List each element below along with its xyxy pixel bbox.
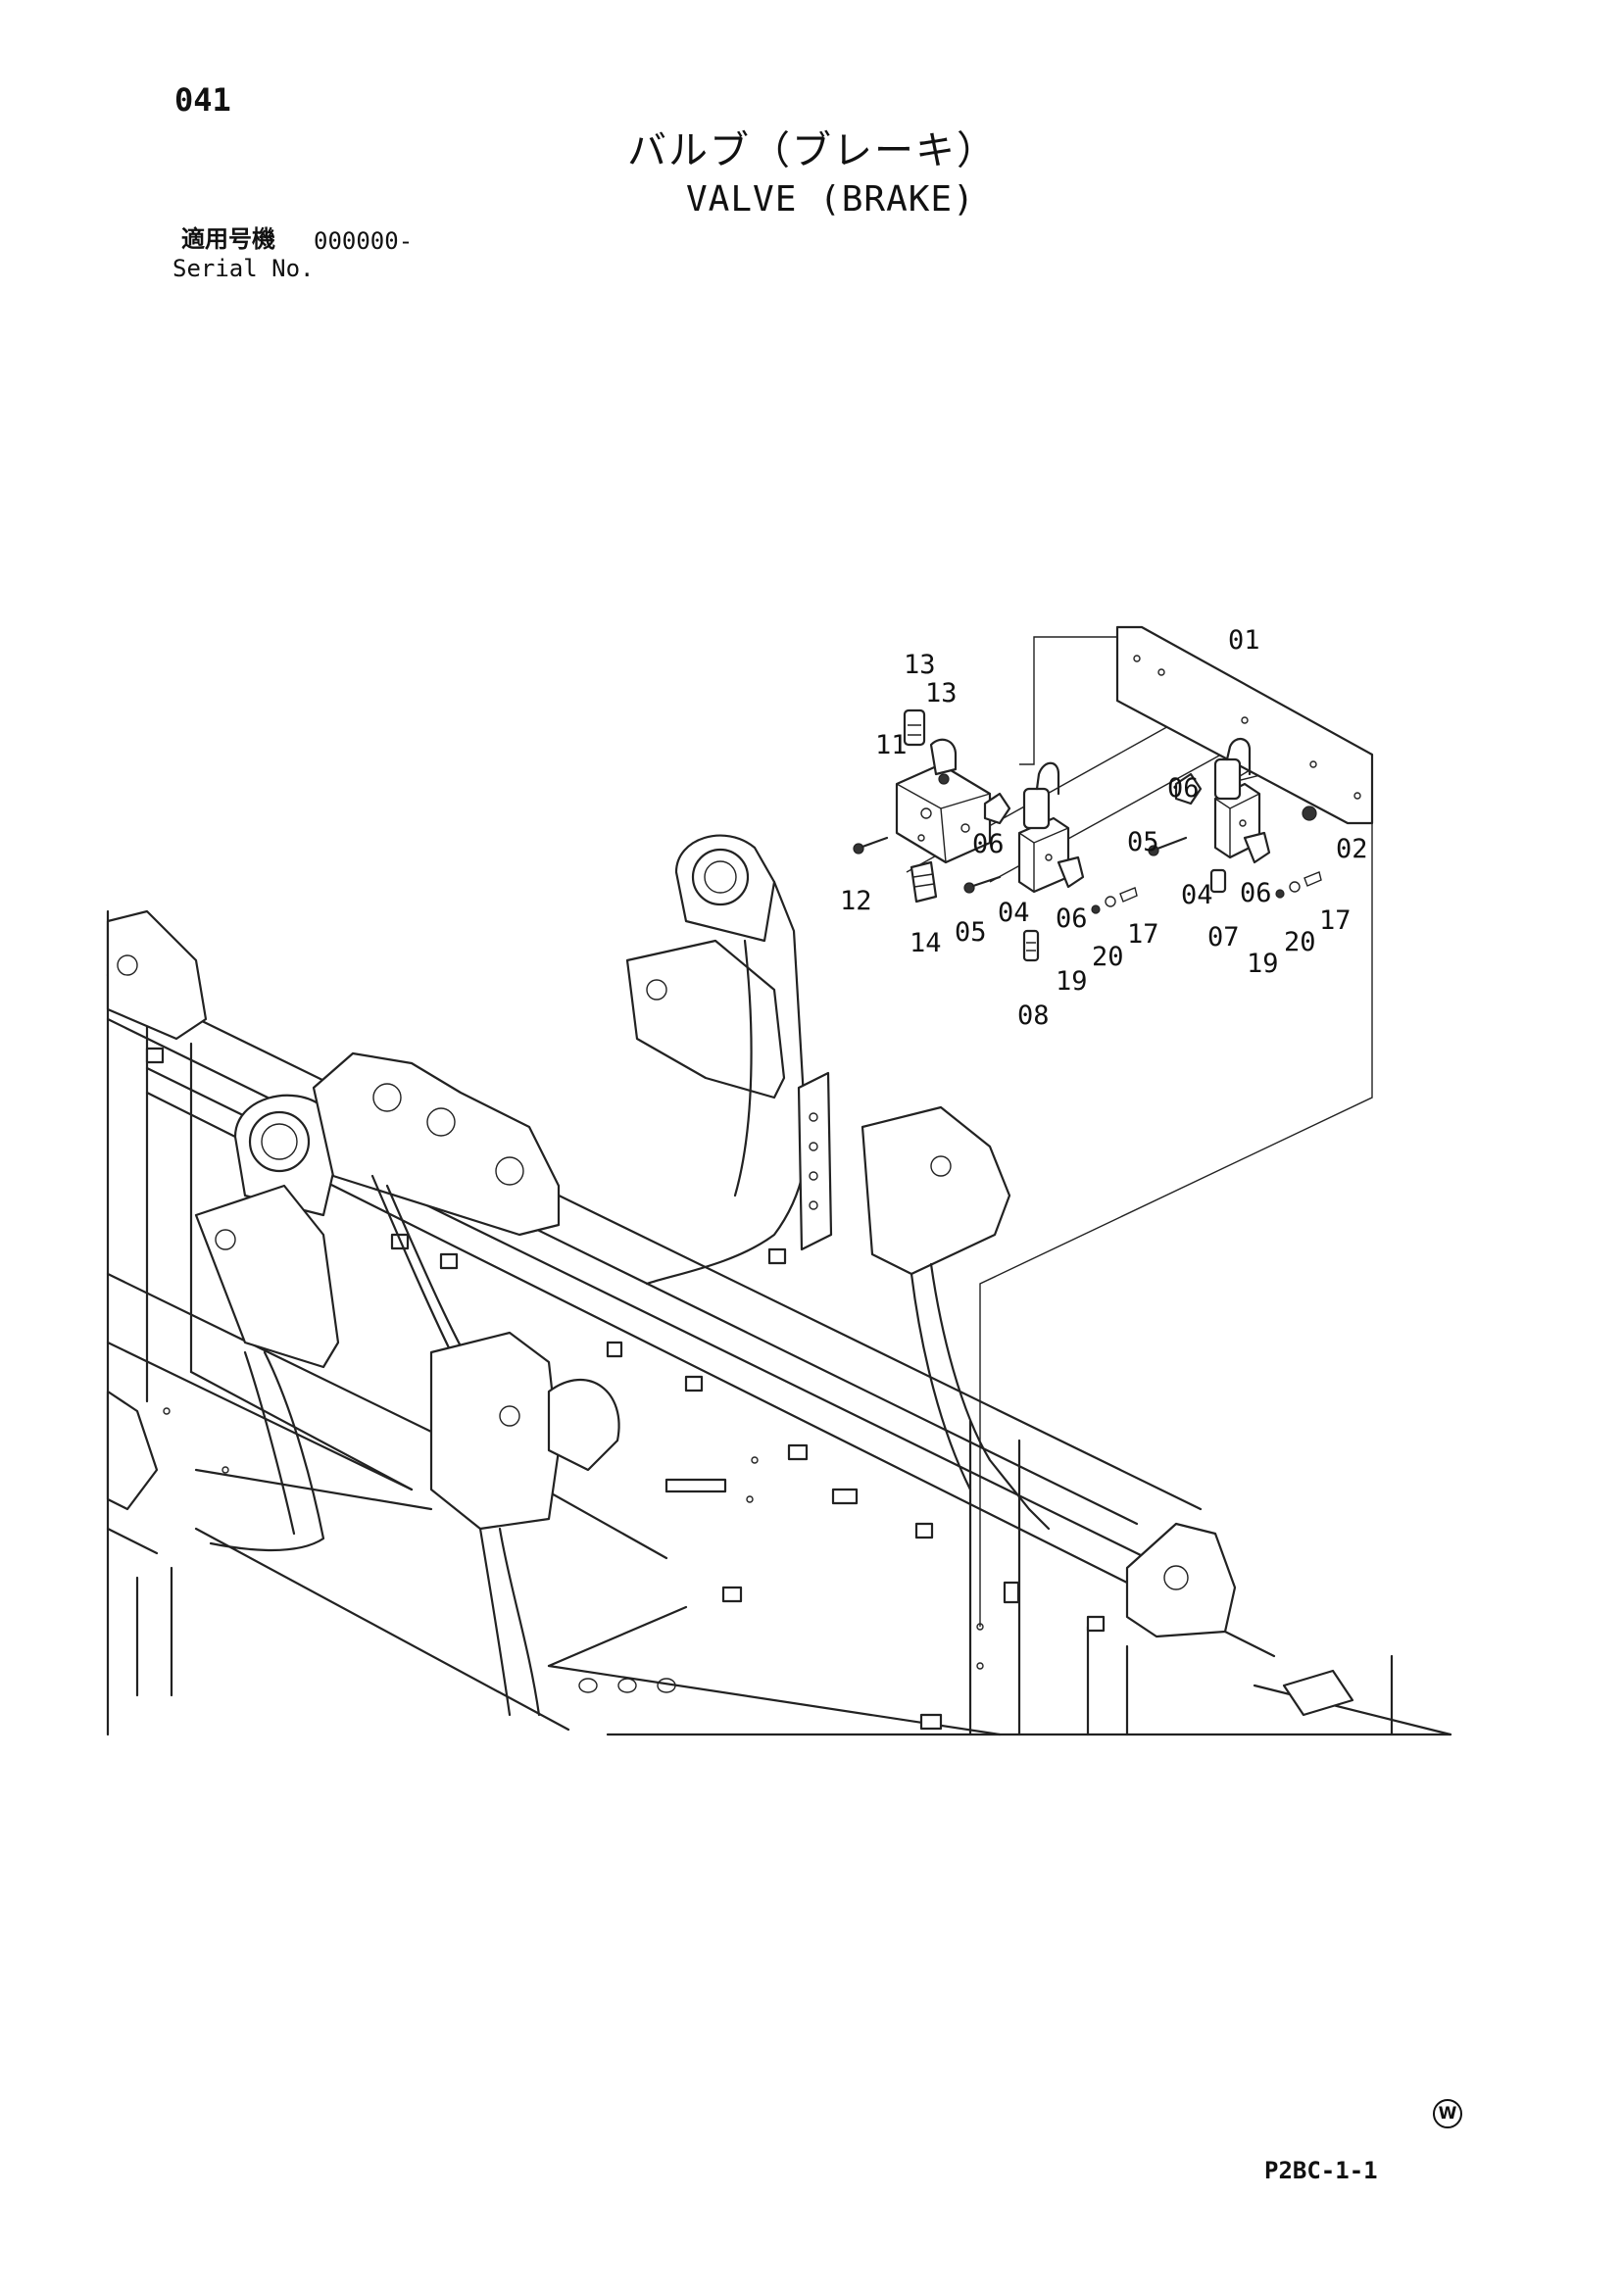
fitting-thirteen-a — [903, 708, 926, 747]
callout-13-a: 13 — [904, 650, 936, 680]
bracket-three — [429, 1331, 620, 1717]
callout-06-d: 06 — [1240, 878, 1272, 908]
bracket-left-outer — [106, 909, 208, 1511]
fitting-seven — [1209, 868, 1227, 894]
bolt-twelve — [853, 836, 889, 855]
fitting-eight — [1022, 929, 1040, 962]
callout-17-left: 17 — [1127, 919, 1159, 950]
callout-02: 02 — [1336, 834, 1368, 864]
callout-05-left: 05 — [955, 917, 987, 948]
callout-14: 14 — [910, 928, 942, 958]
callout-13-b: 13 — [925, 678, 958, 708]
mounting-plate — [1115, 625, 1374, 825]
callout-04-right: 04 — [1181, 880, 1213, 910]
elbow-six-a — [983, 792, 1011, 825]
callout-labels: 01 02 04 04 05 05 06 06 06 06 07 08 11 1… — [840, 625, 1368, 1031]
serial-label-japanese: 適用号機 — [181, 225, 275, 253]
callout-06-a: 06 — [972, 829, 1005, 859]
callout-17-right: 17 — [1319, 905, 1352, 936]
callout-19-left: 19 — [1056, 966, 1088, 997]
elbow-six-c — [1174, 772, 1203, 806]
valve-body-left — [1017, 761, 1070, 894]
elbow-six-b — [1057, 855, 1085, 889]
bracket-far-right — [1125, 1522, 1354, 1717]
callout-06-b: 06 — [1056, 904, 1088, 934]
callout-01: 01 — [1228, 625, 1260, 656]
callout-07: 07 — [1207, 922, 1240, 953]
slotted-plate — [797, 1071, 833, 1251]
bracket-center-tall — [625, 834, 809, 1286]
bolt-two — [1302, 806, 1317, 821]
callout-05-right: 05 — [1127, 827, 1159, 857]
callout-12: 12 — [840, 886, 872, 916]
serial-label-english: Serial No. — [172, 255, 315, 282]
valve-block-eleven — [895, 762, 992, 864]
serial-value: 000000- — [314, 227, 414, 255]
callout-06-c: 06 — [1167, 773, 1200, 804]
callout-20-left: 20 — [1092, 942, 1124, 972]
title-japanese: バルブ（ブレーキ） — [627, 128, 998, 173]
bracket-right — [861, 1105, 1051, 1531]
elbow-six-d — [1243, 831, 1271, 864]
page-code: P2BC-1-1 — [1264, 2157, 1378, 2184]
callout-08: 08 — [1017, 1001, 1050, 1031]
small-parts-left — [1091, 887, 1138, 914]
bracket-one — [194, 1094, 340, 1552]
callout-20-right: 20 — [1284, 927, 1316, 957]
beam-lugs — [145, 1047, 1106, 1731]
callout-11: 11 — [875, 730, 908, 760]
bolt-five-b — [1148, 836, 1188, 856]
bolt-five-a — [963, 875, 1002, 894]
callout-04-left: 04 — [998, 898, 1030, 928]
small-parts-right — [1275, 871, 1322, 899]
w-circle-mark: W — [1433, 2099, 1462, 2128]
fitting-thirteen-b — [929, 738, 958, 785]
title-english: VALVE (BRAKE) — [686, 179, 975, 220]
fitting-fourteen — [910, 860, 938, 904]
page-number: 041 — [174, 81, 231, 119]
callout-19-right: 19 — [1247, 949, 1279, 979]
